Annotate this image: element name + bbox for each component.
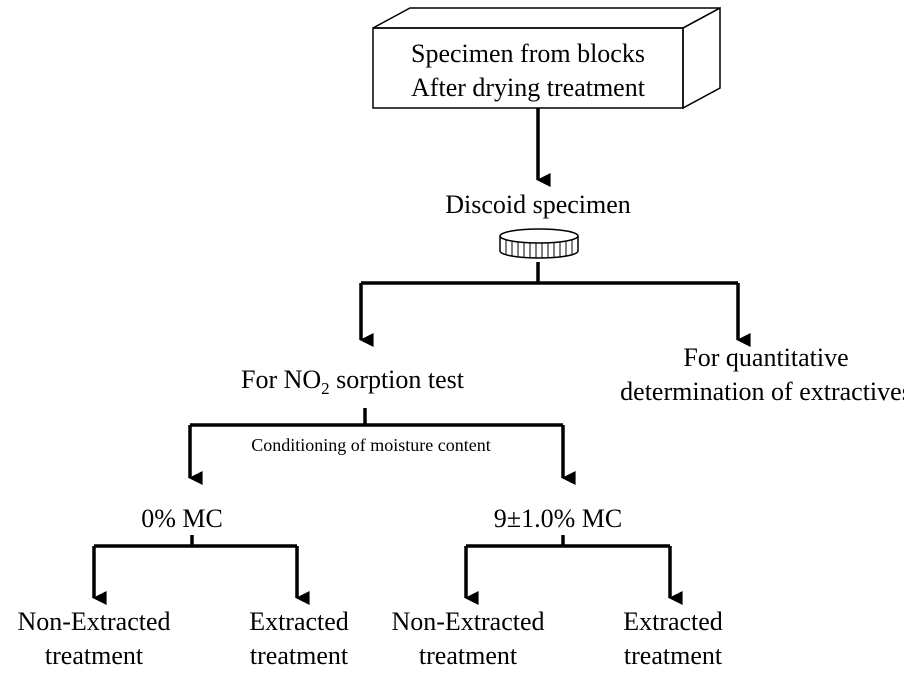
box-line-2: After drying treatment	[411, 73, 646, 102]
extractives-label-line-1: For quantitative	[683, 343, 848, 372]
box-line-1: Specimen from blocks	[411, 39, 645, 68]
extractives-label-line-2: determination of extractives	[620, 377, 904, 406]
split-connector-mc-right	[464, 535, 683, 605]
leaf-9mc-extracted-line-1: Extracted	[623, 607, 723, 636]
leaf-0mc-non-extracted-line-1: Non-Extracted	[17, 607, 170, 636]
leaf-0mc-extracted-line-1: Extracted	[249, 607, 349, 636]
mc-right-label: 9±1.0% MC	[494, 504, 622, 533]
discoid-label: Discoid specimen	[445, 190, 631, 219]
split-connector-main	[359, 262, 751, 347]
split-connector-mc	[188, 408, 576, 485]
leaf-9mc-non-extracted-line-1: Non-Extracted	[391, 607, 544, 636]
split-connector-mc-left	[92, 535, 310, 605]
discoid-specimen-icon	[499, 228, 579, 259]
leaf-9mc-non-extracted-line-2: treatment	[419, 641, 518, 670]
no2-sorption-label: For NO2 sorption test	[241, 365, 465, 398]
leaf-9mc-extracted-line-2: treatment	[624, 641, 723, 670]
leaf-0mc-non-extracted-line-2: treatment	[45, 641, 144, 670]
leaf-0mc-extracted-line-2: treatment	[250, 641, 349, 670]
mc-left-label: 0% MC	[141, 504, 223, 533]
specimen-block-box	[372, 6, 721, 110]
conditioning-label: Conditioning of moisture content	[251, 435, 490, 455]
